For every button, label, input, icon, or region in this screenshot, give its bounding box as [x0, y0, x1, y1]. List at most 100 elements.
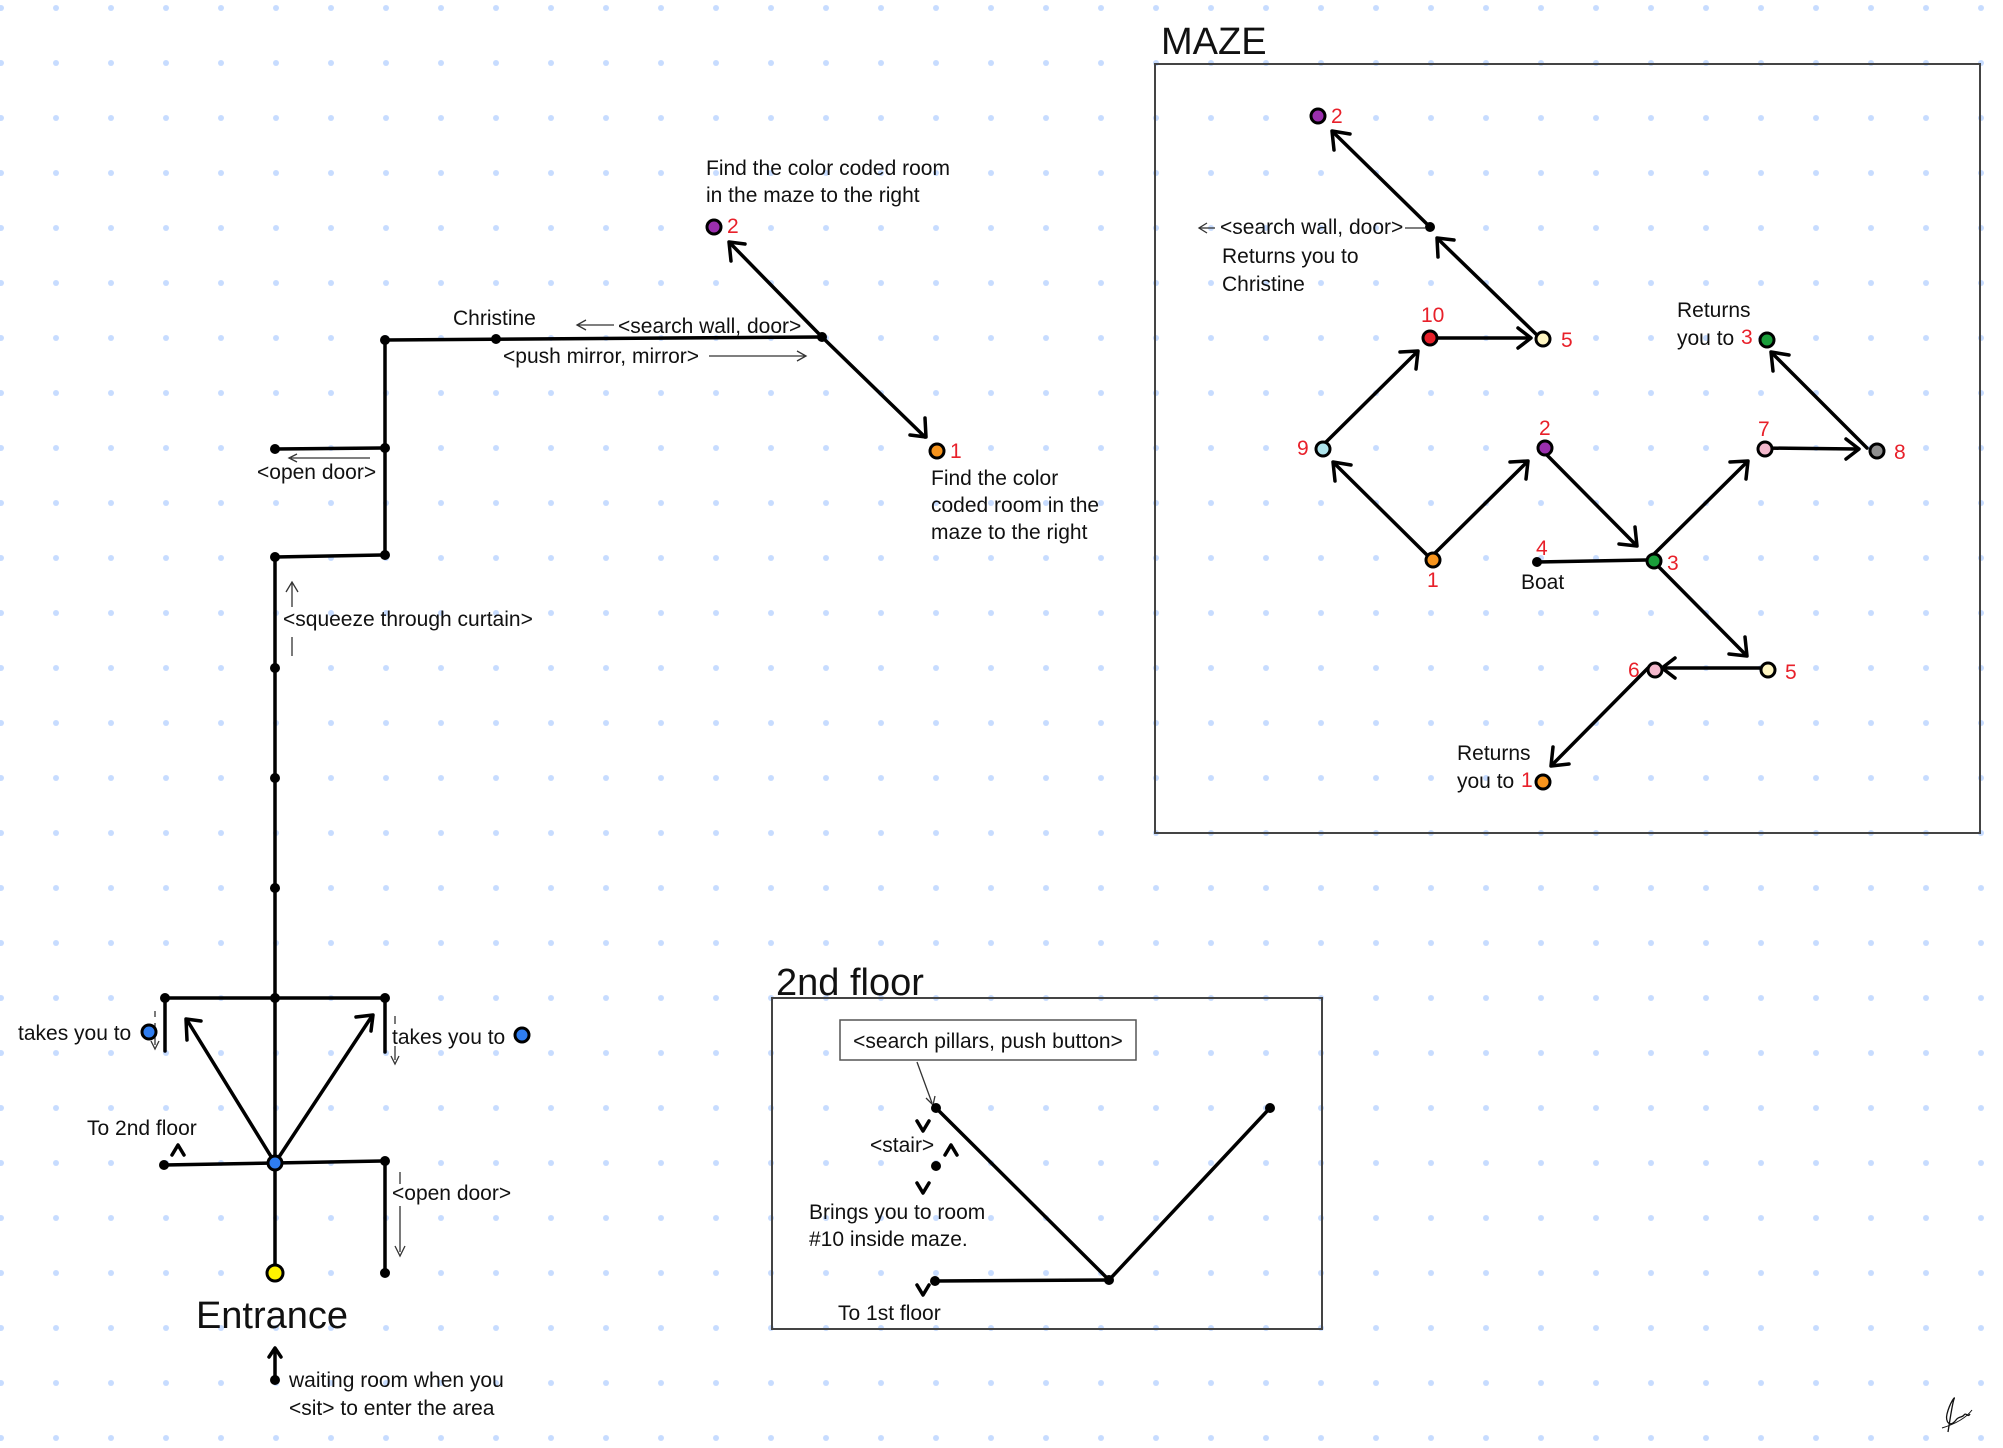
grid-dot [933, 500, 939, 506]
grid-dot [933, 555, 939, 561]
maze-room3[interactable] [1645, 552, 1663, 570]
grid-dot [163, 5, 169, 11]
push-mirror-label[interactable]: <push mirror, mirror> [503, 345, 699, 368]
search-wall-door-label[interactable]: <search wall, door> [618, 315, 801, 338]
grid-dot [383, 885, 389, 891]
entrance-node[interactable] [265, 1263, 285, 1283]
grid-dot [163, 940, 169, 946]
room1-node[interactable] [928, 442, 946, 460]
grid-dot [1648, 170, 1654, 176]
grid-dot [1703, 1435, 1709, 1441]
room2-node[interactable] [705, 218, 723, 236]
grid-dot [1758, 280, 1764, 286]
grid-dot [1373, 1215, 1379, 1221]
grid-dot [0, 225, 4, 231]
find-room-right-line2: coded room in the [931, 494, 1099, 517]
grid-dot [53, 115, 59, 121]
search-pillars-box[interactable] [839, 1019, 1137, 1061]
grid-dot [383, 1380, 389, 1386]
grid-dot [768, 60, 774, 66]
grid-dot [218, 665, 224, 671]
grid-dot [438, 1435, 444, 1441]
grid-dot [548, 1105, 554, 1111]
grid-dot [1758, 1215, 1764, 1221]
grid-dot [878, 60, 884, 66]
grid-dot [108, 445, 114, 451]
grid-dot [713, 1270, 719, 1276]
grid-dot [1978, 1270, 1984, 1276]
grid-dot [1043, 1380, 1049, 1386]
maze-room6[interactable] [1646, 661, 1664, 679]
grid-dot [108, 610, 114, 616]
grid-dot [713, 720, 719, 726]
squeeze-curtain-label[interactable]: <squeeze through curtain> [283, 608, 533, 631]
arrow-to-room2 [728, 241, 824, 339]
grid-dot [1593, 885, 1599, 891]
grid-dot [1318, 610, 1324, 616]
grid-dot [1703, 555, 1709, 561]
grid-dot [0, 1270, 4, 1276]
to-second-floor-label[interactable]: To 2nd floor [87, 1117, 197, 1140]
maze-room3-return[interactable] [1758, 331, 1776, 349]
maze-room5-low[interactable] [1759, 661, 1777, 679]
grid-dot [658, 610, 664, 616]
grid-dot [1923, 225, 1929, 231]
grid-dot [1648, 1215, 1654, 1221]
grid-dot [1043, 1270, 1049, 1276]
to-first-floor-label[interactable]: To 1st floor [838, 1302, 941, 1325]
grid-dot [1703, 1105, 1709, 1111]
grid-dot [988, 1270, 994, 1276]
maze-room1-return[interactable] [1534, 773, 1552, 791]
grid-dot [1098, 1105, 1104, 1111]
grid-dot [768, 1380, 774, 1386]
grid-dot [603, 115, 609, 121]
grid-dot [0, 1160, 4, 1166]
maze-room8[interactable] [1868, 442, 1886, 460]
grid-dot [1758, 170, 1764, 176]
grid-dot [1758, 115, 1764, 121]
grid-dot [53, 1435, 59, 1441]
grid-dot [1098, 225, 1104, 231]
open-door-upper[interactable]: <open door> [257, 461, 376, 484]
grid-dot [1098, 5, 1104, 11]
grid-dot [548, 115, 554, 121]
find-room-top-line1: Find the color coded room [706, 157, 950, 180]
grid-dot [1923, 995, 1929, 1001]
search-pillars-label[interactable]: <search pillars, push button> [853, 1030, 1123, 1053]
grid-dot [53, 445, 59, 451]
hub-node[interactable] [266, 1154, 284, 1172]
maze-room2-mid[interactable] [1536, 439, 1554, 457]
grid-dot [1813, 720, 1819, 726]
grid-dot [878, 500, 884, 506]
grid-dot [1813, 170, 1819, 176]
grid-dot [108, 885, 114, 891]
maze-room9[interactable] [1314, 440, 1332, 458]
grid-dot [548, 500, 554, 506]
first-floor-map: Entrance waiting room when you <sit> to … [18, 157, 1099, 1420]
maze-room2-top[interactable] [1309, 107, 1327, 125]
open-door-lower[interactable]: <open door> [392, 1182, 511, 1205]
grid-dot [1373, 995, 1379, 1001]
maze-room5-top[interactable] [1534, 330, 1552, 348]
grid-dot [1483, 1050, 1489, 1056]
maze-room10[interactable] [1421, 329, 1439, 347]
grid-dot [1593, 665, 1599, 671]
grid-dot [878, 1435, 884, 1441]
grid-dot [1208, 390, 1214, 396]
grid-dot [1923, 1105, 1929, 1111]
grid-dot [1813, 1435, 1819, 1441]
maze-room4-boat[interactable] [1532, 557, 1542, 567]
grid-dot [1923, 775, 1929, 781]
grid-dot [1813, 280, 1819, 286]
brings-line2: #10 inside maze. [809, 1228, 968, 1251]
maze-arrowhead-1 [1549, 745, 1571, 768]
maze-room7[interactable] [1756, 440, 1774, 458]
maze-search-wall-note[interactable]: <search wall, door> [1220, 216, 1403, 239]
arrow-to-room1 [820, 335, 927, 439]
maze-room1[interactable] [1424, 551, 1442, 569]
grid-dot [658, 665, 664, 671]
stair-label[interactable]: <stair> [870, 1134, 934, 1157]
grid-dot [1263, 1050, 1269, 1056]
grid-dot [1098, 1160, 1104, 1166]
grid-dot [933, 610, 939, 616]
